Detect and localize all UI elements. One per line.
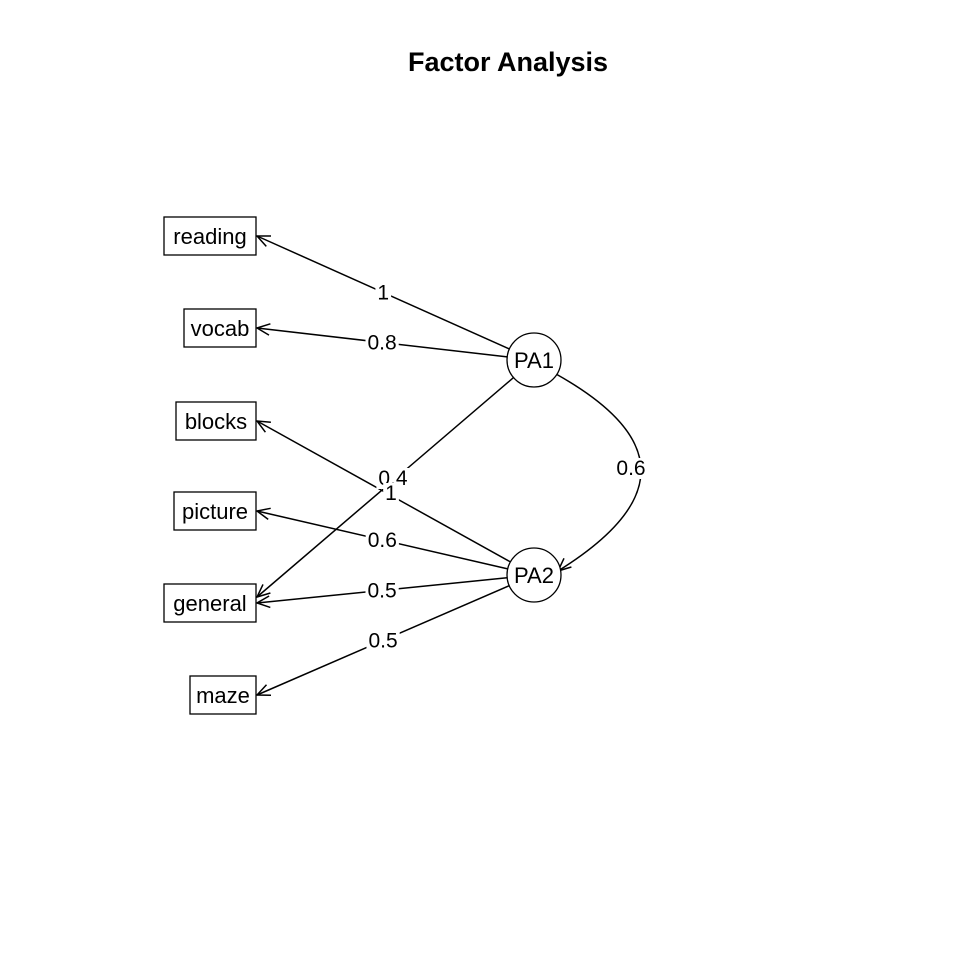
arrowhead-pa2-blocks bbox=[255, 420, 271, 433]
variable-node-blocks: blocks bbox=[175, 401, 257, 441]
labels-layer: 10.80.410.60.50.50.6 bbox=[365, 282, 648, 652]
arrowhead-pa1-general bbox=[255, 584, 271, 599]
arrowhead-pa1-vocab bbox=[255, 323, 271, 336]
loading-label-pa2-maze-bg bbox=[366, 630, 400, 652]
factor-label-pa1: PA1 bbox=[514, 348, 554, 373]
loading-label-pa2-picture: 0.6 bbox=[368, 529, 397, 552]
loading-label-pa2-maze: 0.5 bbox=[368, 629, 397, 652]
variable-label-picture: picture bbox=[182, 499, 248, 524]
variable-node-vocab: vocab bbox=[183, 308, 257, 348]
variable-node-maze: maze bbox=[189, 675, 257, 715]
variable-label-reading: reading bbox=[173, 224, 246, 249]
factor-node-pa2: PA2 bbox=[506, 547, 562, 603]
loading-label-pa2-general: 0.5 bbox=[367, 579, 396, 602]
loading-label-pa1-reading-bg bbox=[375, 282, 392, 304]
factor-circle-pa2 bbox=[506, 547, 562, 603]
variable-box-blocks bbox=[175, 401, 257, 441]
arrowhead-pa1-reading bbox=[255, 235, 271, 247]
arrowhead-pa2-maze bbox=[255, 684, 272, 696]
factor-label-pa2: PA2 bbox=[514, 563, 554, 588]
loading-label-pa2-blocks-bg bbox=[383, 483, 399, 504]
variable-label-maze: maze bbox=[196, 683, 250, 708]
loading-label-pa2-blocks: 1 bbox=[385, 482, 397, 505]
variable-box-maze bbox=[189, 675, 257, 715]
variable-label-vocab: vocab bbox=[191, 316, 250, 341]
variable-node-picture: picture bbox=[173, 491, 257, 531]
variable-box-vocab bbox=[183, 308, 257, 348]
variable-box-picture bbox=[173, 491, 257, 531]
variable-label-blocks: blocks bbox=[185, 409, 247, 434]
variable-box-reading bbox=[163, 216, 257, 256]
factor-node-pa1: PA1 bbox=[506, 332, 562, 388]
nodes-layer: reading vocab blocks picture general maze PA1P… bbox=[163, 216, 562, 715]
variable-box-general bbox=[163, 583, 257, 623]
loading-label-pa1-vocab-bg bbox=[365, 332, 399, 354]
arrowhead-pa2-picture bbox=[255, 507, 271, 520]
factor-circle-pa1 bbox=[506, 332, 562, 388]
edges-layer bbox=[255, 235, 642, 696]
arrowhead-pa2-general bbox=[255, 595, 271, 609]
variable-node-reading: reading bbox=[163, 216, 257, 256]
loading-label-pa2-general-bg bbox=[365, 580, 399, 602]
variable-label-general: general bbox=[173, 591, 246, 616]
correlation-label-pa1-pa2-bg bbox=[614, 458, 648, 479]
variable-node-general: general bbox=[163, 583, 257, 623]
diagram-title: Factor Analysis bbox=[408, 47, 608, 77]
correlation-label-pa1-pa2: 0.6 bbox=[616, 457, 645, 480]
loading-label-pa1-reading: 1 bbox=[377, 282, 389, 305]
loading-label-pa1-vocab: 0.8 bbox=[367, 332, 396, 355]
loading-label-pa2-picture-bg bbox=[365, 530, 399, 551]
